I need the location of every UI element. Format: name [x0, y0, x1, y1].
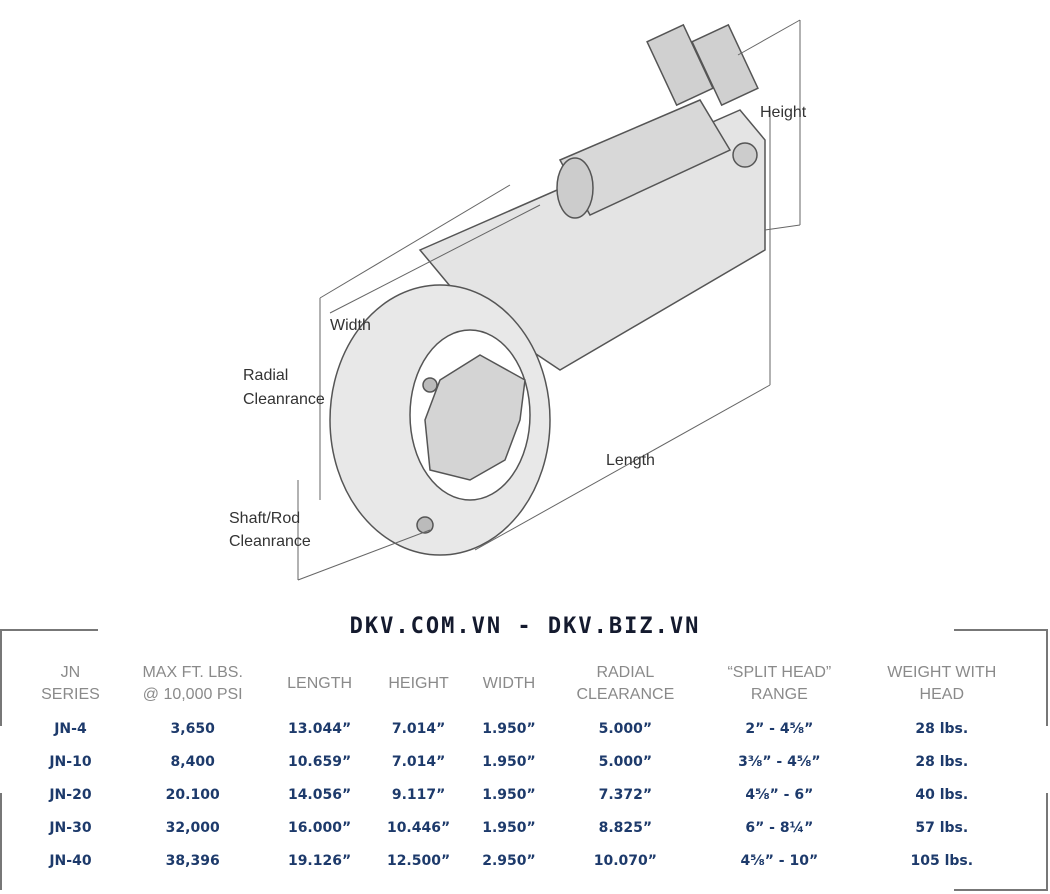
table-cell: 13.044” [287, 720, 352, 737]
header-text: WEIGHT WITH [887, 664, 997, 681]
table-cell: JN-10 [49, 753, 92, 770]
width-label: Width [330, 317, 371, 334]
table-row: JN-40 38,396 19.126” 12.500” 2.950” 10.070” 4⅝… [25, 844, 1025, 877]
table-cell: 6” - 8¼” [745, 819, 814, 836]
table-cell: 8.825” [598, 819, 653, 836]
table-cell: 12.500” [386, 852, 451, 869]
bracket-line [0, 629, 98, 631]
table-cell: 19.126” [287, 852, 352, 869]
table-cell: JN-4 [54, 720, 87, 737]
table-cell: 14.056” [287, 786, 352, 803]
table-cell: 1.950” [482, 786, 536, 803]
header-text: WIDTH [482, 675, 536, 692]
bracket-line [1046, 629, 1048, 726]
radial-label: Radial [243, 367, 289, 384]
table-cell: 5.000” [598, 720, 653, 737]
shaft-label: Shaft/Rod [229, 510, 301, 527]
table-cell: 28 lbs. [915, 753, 969, 770]
table-row: JN-30 32,000 16.000” 10.446” 1.950” 8.825” 6” … [25, 811, 1025, 844]
table-cell: 7.372” [598, 786, 653, 803]
table-row: JN-10 8,400 10.659” 7.014” 1.950” 5.000” 3⅜” -… [25, 745, 1025, 778]
table-cell: 2.950” [482, 852, 536, 869]
table-cell: 57 lbs. [915, 819, 969, 836]
table-cell: 32,000 [165, 819, 220, 836]
table-cell: 7.014” [391, 753, 446, 770]
column-header: RADIAL CLEARANCE [551, 656, 701, 712]
header-text: CLEARANCE [576, 686, 675, 703]
website-banner: DKV.COM.VN - DKV.BIZ.VN [349, 614, 701, 639]
table-cell: 8,400 [170, 753, 215, 770]
column-header: WIDTH [467, 656, 550, 712]
table-cell: 7.014” [391, 720, 446, 737]
table-cell: 3⅜” - 4⅝” [738, 753, 821, 770]
specs-table: JN SERIES MAX FT. LBS. @ 10,000 PSI LENGTH HE… [25, 656, 1025, 877]
table-cell: 16.000” [287, 819, 352, 836]
column-header: MAX FT. LBS. @ 10,000 PSI [116, 656, 270, 712]
hydraulic-wrench-illustration [297, 19, 801, 581]
header-row: JN SERIES MAX FT. LBS. @ 10,000 PSI LENGTH HE… [25, 656, 1025, 712]
table-cell: 1.950” [482, 720, 536, 737]
table-cell: 40 lbs. [915, 786, 969, 803]
column-header: “SPLIT HEAD” RANGE [700, 656, 858, 712]
header-text: MAX FT. LBS. [142, 664, 243, 681]
table-cell: 5.000” [598, 753, 653, 770]
header-text: @ 10,000 PSI [142, 686, 243, 703]
header-text: SERIES [41, 686, 100, 703]
shaft-label-2: Cleanrance [229, 533, 311, 550]
header-text: RADIAL [596, 664, 655, 681]
table-cell: JN-30 [49, 819, 92, 836]
height-label: Height [760, 104, 807, 121]
table-cell: 38,396 [165, 852, 220, 869]
bracket-line [1046, 793, 1048, 890]
header-text: RANGE [750, 686, 808, 703]
table-cell: 10.446” [386, 819, 451, 836]
bracket-line [954, 629, 1048, 631]
table-cell: 2” - 4⅝” [745, 720, 814, 737]
table-cell: JN-40 [49, 852, 92, 869]
bracket-line [0, 793, 2, 890]
table-cell: JN-20 [49, 786, 92, 803]
table-cell: 105 lbs. [910, 852, 974, 869]
header-text: JN [60, 664, 81, 681]
header-text: “SPLIT HEAD” [727, 664, 832, 681]
table-cell: 9.117” [391, 786, 446, 803]
table-cell: 1.950” [482, 819, 536, 836]
column-header: WEIGHT WITH HEAD [859, 656, 1025, 712]
table-cell: 4⅝” - 10” [740, 852, 819, 869]
table-cell: 20.100 [165, 786, 220, 803]
table-cell: 10.070” [593, 852, 657, 869]
table-cell: 1.950” [482, 753, 536, 770]
table-row: JN-4 3,650 13.044” 7.014” 1.950” 5.000” 2” - 4… [25, 712, 1025, 745]
column-header: JN SERIES [25, 656, 116, 712]
length-label: Length [606, 452, 655, 469]
column-header: HEIGHT [370, 656, 468, 712]
table-cell: 4⅝” - 6” [745, 786, 814, 803]
radial-label-2: Cleanrance [243, 391, 325, 408]
header-text: HEIGHT [388, 675, 449, 692]
bracket-line [954, 889, 1048, 891]
table-cell: 10.659” [287, 753, 352, 770]
column-header: LENGTH [269, 656, 369, 712]
table-row: JN-20 20.100 14.056” 9.117” 1.950” 7.372” 4⅝” … [25, 778, 1025, 811]
table-cell: 3,650 [170, 720, 215, 737]
bracket-line [0, 629, 2, 726]
header-text: LENGTH [287, 675, 353, 692]
header-text: HEAD [919, 686, 964, 703]
table-cell: 28 lbs. [915, 720, 969, 737]
